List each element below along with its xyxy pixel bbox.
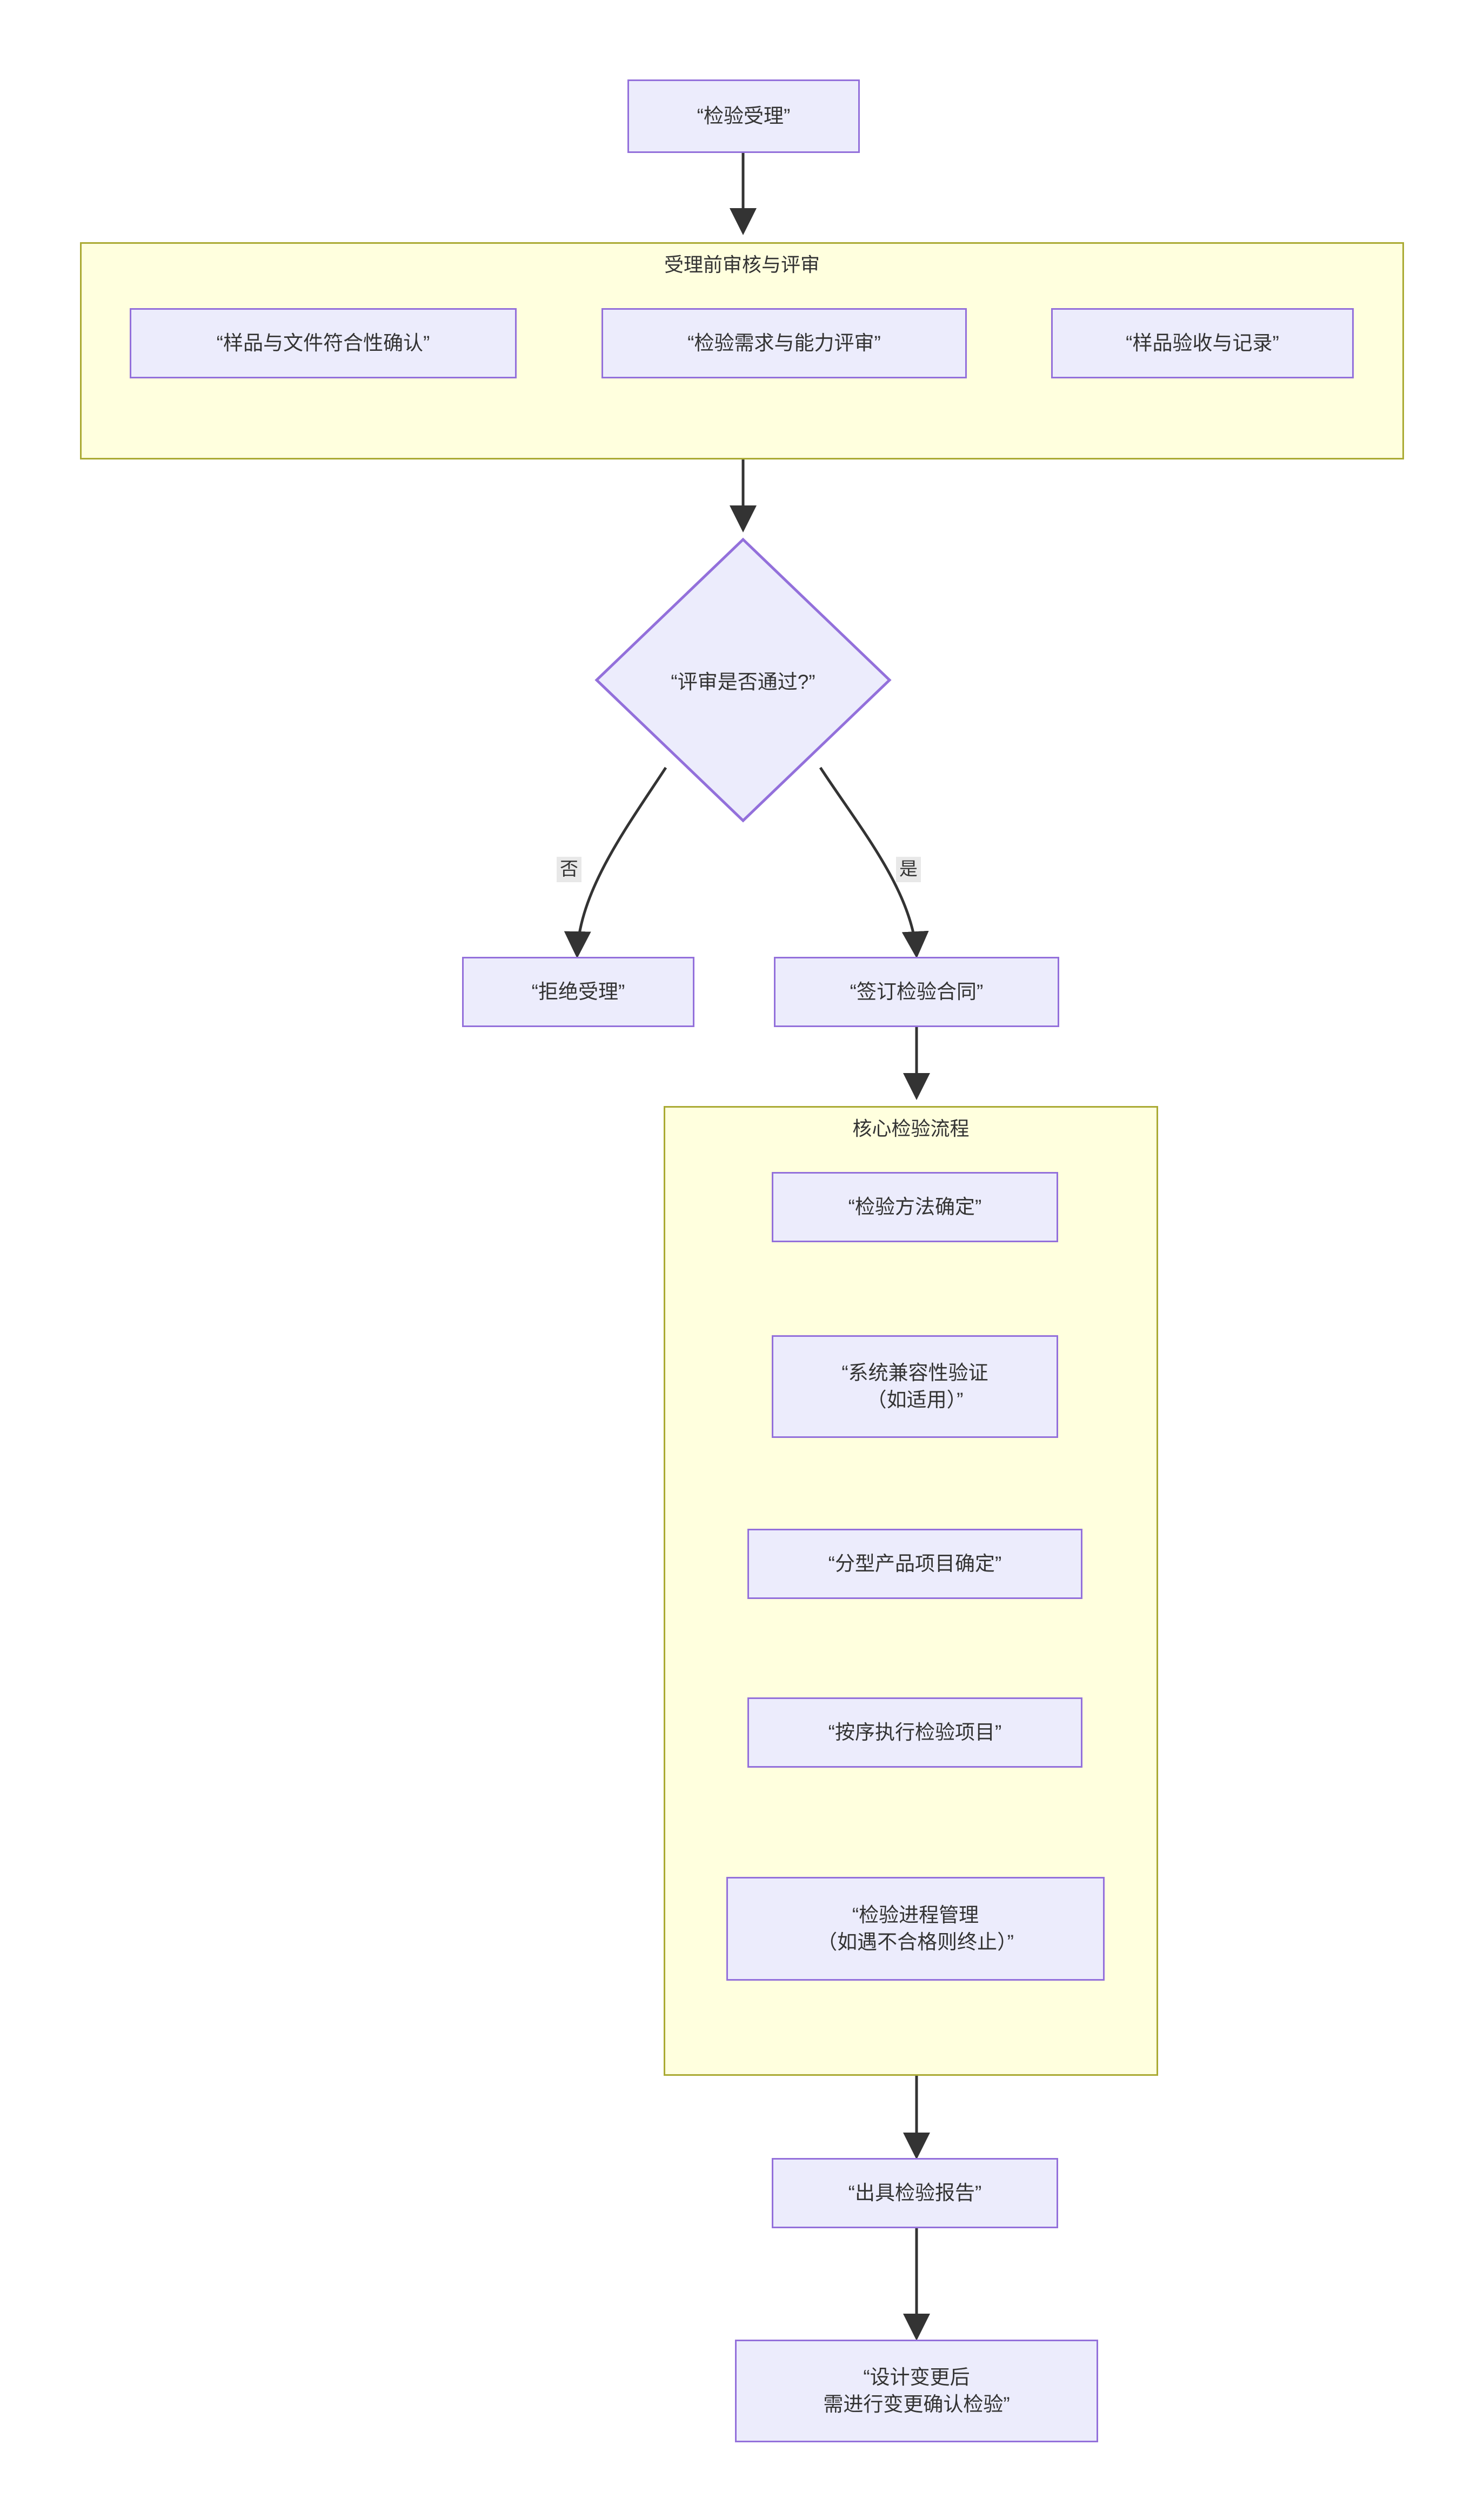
node-change-label-line1: “设计变更后 xyxy=(863,2366,970,2389)
node-start[interactable]: “检验受理” xyxy=(627,79,860,153)
node-report-label: “出具检验报告” xyxy=(848,2182,982,2204)
node-report[interactable]: “出具检验报告” xyxy=(772,2158,1058,2228)
node-pre-1-label: “样品与文件符合性确认” xyxy=(216,332,430,355)
node-core-4[interactable]: “按序执行检验项目” xyxy=(747,1697,1082,1768)
node-core-2[interactable]: “系统兼容性验证 （如适用）” xyxy=(772,1335,1058,1438)
decision-diamond-shape xyxy=(594,537,892,823)
node-decision[interactable]: “评审是否通过?” xyxy=(594,537,892,823)
node-pre-3-label: “样品验收与记录” xyxy=(1126,332,1279,355)
node-start-label: “检验受理” xyxy=(697,105,791,128)
node-core-1[interactable]: “检验方法确定” xyxy=(772,1172,1058,1242)
node-core-5[interactable]: “检验进程管理 （如遇不合格则终止）” xyxy=(726,1877,1105,1981)
node-pre-3[interactable]: “样品验收与记录” xyxy=(1051,308,1354,378)
node-contract[interactable]: “签订检验合同” xyxy=(774,957,1059,1027)
cluster-core-process-title: 核心检验流程 xyxy=(852,1117,970,1140)
node-change-label-line2: 需进行变更确认检验” xyxy=(823,2393,1010,2415)
edge-label-yes: 是 xyxy=(896,857,921,882)
node-core-3-label: “分型产品项目确定” xyxy=(828,1553,1002,1575)
node-reject-label: “拒绝受理” xyxy=(531,981,625,1003)
node-change[interactable]: “设计变更后 需进行变更确认检验” xyxy=(735,2340,1098,2442)
node-pre-1[interactable]: “样品与文件符合性确认” xyxy=(130,308,517,378)
node-core-1-label: “检验方法确定” xyxy=(848,1196,982,1218)
node-core-2-label-line1: “系统兼容性验证 xyxy=(841,1362,988,1384)
node-core-2-label-line2: （如适用）” xyxy=(866,1389,964,1411)
edge-label-no: 否 xyxy=(557,857,581,882)
node-core-5-label-line1: “检验进程管理 xyxy=(852,1904,979,1927)
node-decision-label: “评审是否通过?” xyxy=(671,671,815,693)
node-pre-2-label: “检验需求与能力评审” xyxy=(687,332,881,355)
cluster-pre-review-title: 受理前审核与评审 xyxy=(664,254,820,276)
node-pre-2[interactable]: “检验需求与能力评审” xyxy=(601,308,967,378)
node-contract-label: “签订检验合同” xyxy=(850,981,984,1003)
node-core-5-label-line2: （如遇不合格则终止）” xyxy=(817,1931,1014,1953)
node-reject[interactable]: “拒绝受理” xyxy=(462,957,694,1027)
node-core-3[interactable]: “分型产品项目确定” xyxy=(747,1529,1082,1599)
node-core-4-label: “按序执行检验项目” xyxy=(828,1721,1002,1744)
